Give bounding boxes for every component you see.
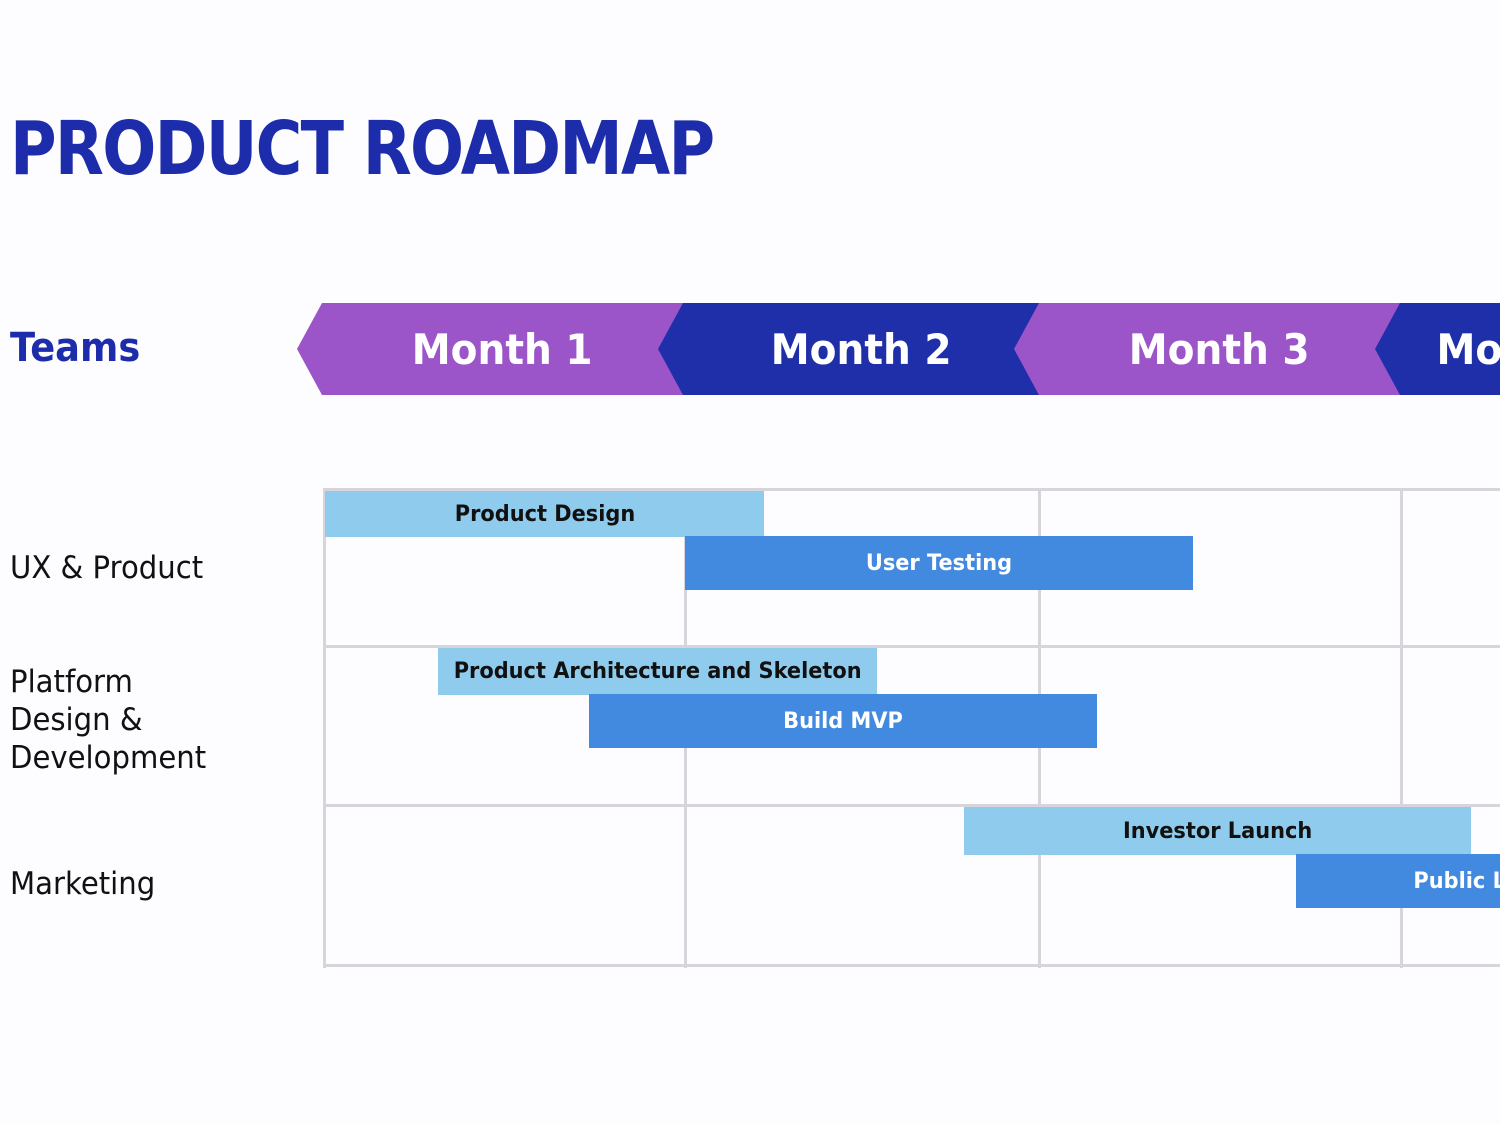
month-header-4: Mo: [1375, 303, 1500, 395]
grid-line-row-1: [323, 645, 1500, 648]
task-product-design-label: Product Design: [454, 501, 635, 527]
task-product-architecture[interactable]: Product Architecture and Skeleton: [438, 648, 877, 695]
month-header-1-label: Month 1: [412, 324, 593, 374]
task-public-launch[interactable]: Public L: [1296, 854, 1500, 908]
task-build-mvp-label: Build MVP: [783, 708, 903, 734]
task-public-launch-label: Public L: [1413, 868, 1500, 894]
grid-line-top: [323, 488, 1500, 491]
team-platform-design-development: Platform Design & Development: [10, 664, 207, 776]
month-header-4-label: Mo: [1436, 324, 1500, 374]
page-title: PRODUCT ROADMAP: [10, 106, 715, 192]
team-ux-product: UX & Product: [10, 550, 204, 586]
task-product-design[interactable]: Product Design: [325, 491, 764, 537]
grid-line-col-0: [323, 488, 326, 968]
task-user-testing-label: User Testing: [865, 550, 1013, 576]
task-user-testing[interactable]: User Testing: [685, 536, 1193, 590]
grid-line-col-3: [1400, 488, 1403, 968]
month-header-2-label: Month 2: [770, 324, 952, 374]
month-header-2: Month 2: [658, 303, 1064, 395]
task-investor-launch-label: Investor Launch: [1122, 818, 1313, 844]
grid-line-row-2: [323, 804, 1500, 807]
task-product-architecture-label: Product Architecture and Skeleton: [453, 659, 862, 684]
month-header-3: Month 3: [1014, 303, 1425, 395]
task-build-mvp[interactable]: Build MVP: [589, 694, 1097, 748]
teams-column-header: Teams: [10, 325, 141, 371]
grid-line-bottom: [323, 964, 1500, 967]
team-marketing: Marketing: [10, 866, 156, 902]
month-header-1: Month 1: [297, 303, 708, 395]
task-investor-launch[interactable]: Investor Launch: [964, 807, 1471, 855]
month-header-3-label: Month 3: [1129, 324, 1310, 374]
